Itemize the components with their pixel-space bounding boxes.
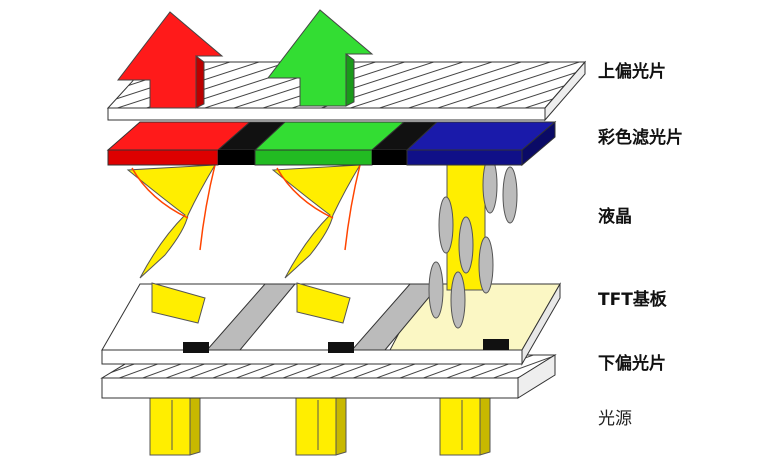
liquid-crystal-aligned xyxy=(428,156,518,329)
backlight-beam xyxy=(149,391,201,456)
label-backlight: 光源 xyxy=(598,409,632,429)
label-tft-substrate: TFT基板 xyxy=(598,290,667,310)
color-filter-plate xyxy=(106,120,557,167)
label-lower-polarizer: 下偏光片 xyxy=(598,354,666,374)
up-arrow-green-icon xyxy=(266,9,374,107)
label-upper-polarizer: 上偏光片 xyxy=(598,62,666,82)
electrode xyxy=(183,283,297,353)
liquid-crystal-twist xyxy=(271,164,361,324)
electrode xyxy=(483,339,509,350)
liquid-crystal-twist xyxy=(126,164,216,324)
label-color-filter: 彩色滤光片 xyxy=(598,128,683,148)
backlight-beam xyxy=(295,391,347,456)
label-liquid-crystal: 液晶 xyxy=(598,207,632,227)
backlight-beams xyxy=(149,391,491,456)
up-arrow-red-icon xyxy=(116,11,224,109)
backlight-beam xyxy=(439,391,491,456)
